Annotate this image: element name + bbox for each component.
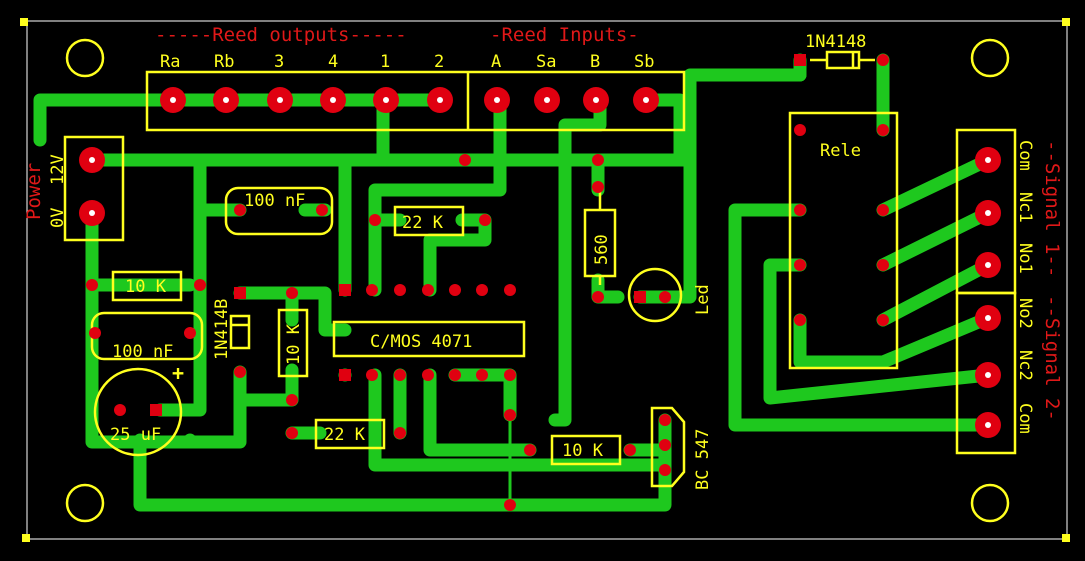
signal2-label: --Signal 2- xyxy=(1041,295,1063,421)
input-label-sb: Sb xyxy=(634,52,654,72)
relay-pin-nc1: Nc1 xyxy=(1015,192,1035,223)
small-pads xyxy=(86,54,889,511)
signal2-connector-outline xyxy=(955,291,1017,455)
mounting-hole xyxy=(970,38,1010,78)
output-label-4: 4 xyxy=(328,52,338,72)
relay-pin-no2: No2 xyxy=(1015,298,1035,329)
reed-connector-outline xyxy=(145,70,686,132)
input-label-a: A xyxy=(491,52,501,72)
corner-marker xyxy=(20,18,28,26)
board-outline xyxy=(26,20,1068,540)
res-10k-bottom-label: 10 K xyxy=(562,441,604,461)
res-10k-bottom-outline xyxy=(550,434,622,466)
res-22k-bottom-outline xyxy=(314,418,386,450)
relay-pin-com1: Com xyxy=(1015,140,1035,171)
power-0v-label: 0V xyxy=(48,208,68,228)
output-label-2: 2 xyxy=(434,52,444,72)
corner-marker xyxy=(1062,534,1070,542)
mounting-hole xyxy=(970,483,1010,523)
diode-left-outline xyxy=(229,314,251,350)
relay-pin-nc2: Nc2 xyxy=(1015,350,1035,381)
res-560-label: 560 xyxy=(592,234,612,265)
relay-outline xyxy=(788,111,899,370)
power-title: Power xyxy=(23,163,45,220)
mounting-holes xyxy=(65,38,1010,523)
mounting-hole xyxy=(65,483,105,523)
labels: -----Reed outputs----- -Reed Inputs- Ra … xyxy=(23,24,1063,490)
res-10k-left-outline xyxy=(111,270,183,302)
relay-pin-no1: No1 xyxy=(1015,243,1035,274)
output-label-1: 1 xyxy=(380,52,390,72)
reed-outputs-header: -----Reed outputs----- xyxy=(155,24,407,46)
pads xyxy=(79,54,1001,511)
silkscreen-outlines xyxy=(63,50,1017,488)
led-label: Led xyxy=(693,284,713,315)
cap-plus-label: + xyxy=(172,361,184,385)
reed-inputs-header: -Reed Inputs- xyxy=(490,24,639,46)
output-label-ra: Ra xyxy=(160,52,180,72)
input-label-sa: Sa xyxy=(536,52,556,72)
ic-label: C/MOS 4071 xyxy=(370,332,472,352)
cap-top-outline xyxy=(224,186,334,236)
power-connector-outline xyxy=(63,135,125,242)
signal1-label: --Signal 1-- xyxy=(1041,140,1063,277)
transistor-label: BC 547 xyxy=(693,429,713,490)
cap-electro-outline xyxy=(93,367,183,457)
ic-outline xyxy=(332,320,526,358)
cap-top-label: 100 nF xyxy=(244,191,305,211)
diode-top-label: 1N4148 xyxy=(805,32,866,52)
output-label-3: 3 xyxy=(274,52,284,72)
power-12v-label: 12V xyxy=(48,154,68,185)
res-10k-vert-outline xyxy=(277,308,309,378)
output-label-rb: Rb xyxy=(214,52,234,72)
res-22k-top-outline xyxy=(393,205,465,237)
corner-marker xyxy=(1062,18,1070,26)
input-label-b: B xyxy=(590,52,600,72)
res-22k-top-label: 22 K xyxy=(402,213,444,233)
cap-electro-label: 25 uF xyxy=(110,425,161,445)
led-outline xyxy=(627,267,683,323)
cap-left-label: 100 nF xyxy=(112,342,173,362)
ic-pins xyxy=(339,284,516,381)
res-10k-left-label: 10 K xyxy=(125,277,167,297)
res-22k-bottom-label: 22 K xyxy=(324,425,366,445)
diode-left-label: 1N414B xyxy=(212,299,232,360)
corner-marker xyxy=(22,534,30,542)
transistor-outline xyxy=(650,406,686,488)
res-10k-vert-label: 10 K xyxy=(284,323,304,365)
mounting-hole xyxy=(65,38,105,78)
reed-pads xyxy=(160,87,659,113)
relay-pin-com2: Com xyxy=(1015,403,1035,434)
relay-label: Rele xyxy=(820,141,861,161)
